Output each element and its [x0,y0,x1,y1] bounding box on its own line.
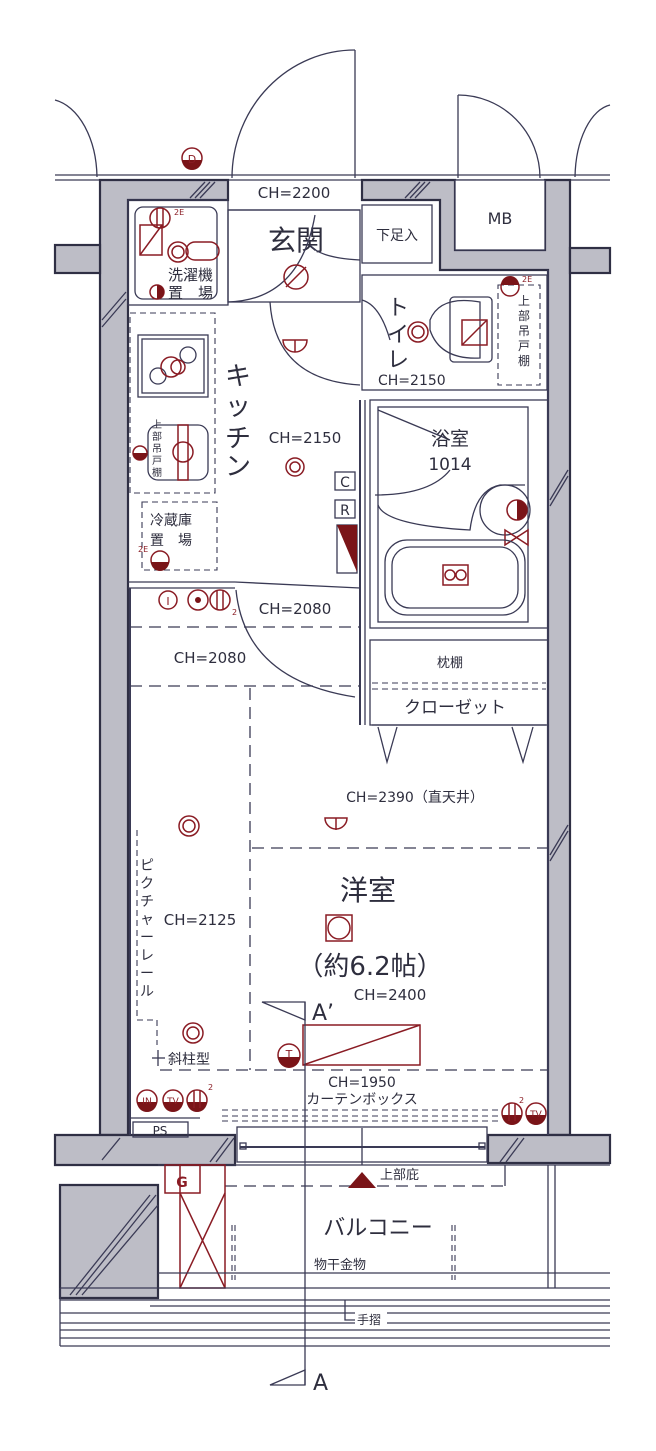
svg-text:枕棚: 枕棚 [437,656,463,671]
svg-text:ッ: ッ [225,392,251,422]
svg-text:戸: 戸 [152,455,162,467]
toilet: ト イ レ 2E 上 部 吊 戸 棚 CH=2150 [361,274,548,391]
svg-text:チ: チ [140,894,154,910]
balcony-label: バルコニー [323,1216,433,1241]
svg-text:斜柱型: 斜柱型 [168,1052,210,1068]
section-line: A’ A [261,1001,334,1396]
svg-text:1014: 1014 [428,455,471,475]
svg-text:2E: 2E [174,208,184,217]
cr-r-label: R [340,503,350,519]
western-room-size: （約6.2帖） [297,952,442,982]
curtain-box-label: カーテンボックス [306,1092,418,1108]
outlets-right: 2 TV [501,1096,547,1125]
entrance: CH=2200 玄関 [227,184,361,303]
svg-text:冷蔵庫: 冷蔵庫 [150,512,192,529]
svg-text:ー: ー [140,930,154,946]
section-mark-top: A’ [312,1001,334,1026]
svg-text:2E: 2E [138,545,148,554]
svg-text:浴室: 浴室 [431,428,469,450]
entrance-label: 玄関 [268,224,324,257]
outlets-left: IN TV 2 [136,1083,213,1112]
hallway: I 2 CH=2080 CH=2080 [128,400,366,725]
svg-text:棚: 棚 [152,466,162,479]
room-ch: CH=2400 [354,986,427,1004]
svg-text:D: D [188,153,196,166]
svg-text:部: 部 [518,308,530,323]
svg-text:上: 上 [152,419,162,431]
drying-hardware-label: 物干金物 [314,1257,366,1273]
neighbor-door-left [54,99,98,178]
eaves-marker-icon [348,1172,376,1188]
meter-box: MB [454,179,546,251]
toilet-ch: CH=2150 [378,373,446,389]
svg-text:2: 2 [232,608,237,617]
hall-ch-2: CH=2080 [174,649,247,667]
closet: 枕棚 クローゼット [369,639,549,765]
svg-text:吊: 吊 [152,443,162,455]
svg-text:I: I [166,595,169,608]
svg-text:下足入: 下足入 [376,228,418,244]
svg-text:ク: ク [140,876,154,892]
cr-c-label: C [340,475,350,491]
svg-text:ピ: ピ [140,858,154,874]
shoe-box: 下足入 [361,204,433,264]
svg-text:チ: チ [225,424,251,454]
bathroom: 浴室 1014 [369,399,549,629]
balcony-window[interactable] [236,1126,488,1165]
neighbor-door-right [574,104,611,178]
svg-text:クローゼット: クローゼット [404,698,506,718]
wall-light-icon [282,339,308,353]
svg-text:戸: 戸 [518,339,530,353]
ceiling-light-icon [285,457,305,477]
svg-text:2: 2 [208,1083,213,1092]
room-ch-direct: CH=2390（直天井） [346,789,484,806]
svg-text:TV: TV [529,1110,542,1120]
svg-text:2E: 2E [522,275,532,284]
svg-text:IN: IN [142,1097,151,1107]
western-room-label: 洋室 [340,874,396,907]
svg-text:ャ: ャ [140,912,154,928]
pipe-space-label: PS [153,1124,168,1138]
svg-text:棚: 棚 [518,353,530,368]
kitchen: 上 部 吊 戸 棚 キ ッ チ ン CH=2150 冷蔵庫 置 場 2E C R [129,301,361,574]
svg-text:部: 部 [152,430,162,443]
entrance-door-swing[interactable] [231,49,356,179]
entrance-ch: CH=2200 [258,184,331,202]
svg-text:ル: ル [140,984,154,1000]
svg-text:ー: ー [140,966,154,982]
mb-door-swing[interactable] [457,94,541,179]
svg-text:置 場: 置 場 [150,533,192,549]
ceiling-light-icon [283,264,309,290]
balcony: 上部庇 G バルコニー 物干金物 手摺 [59,1164,610,1347]
svg-text:T: T [285,1048,293,1061]
svg-text:洗濯機: 洗濯機 [168,266,213,284]
side-ch: CH=2125 [164,911,237,929]
svg-text:イ: イ [387,323,409,348]
curtain-ch: CH=1950 [328,1075,396,1091]
svg-text:吊: 吊 [518,324,530,338]
western-room: CH=2390（直天井） ピ ク チ ャ ー レ ー ル CH=2125 洋室 … [129,270,549,1138]
section-mark-bottom: A [313,1371,328,1396]
svg-text:上: 上 [518,294,530,308]
eaves-label: 上部庇 [380,1168,419,1183]
corridor [54,49,611,181]
svg-text:ト: ト [387,296,409,321]
kitchen-ch: CH=2150 [269,429,342,447]
handrail-label: 手摺 [357,1312,381,1327]
svg-text:レ: レ [387,348,409,373]
washer-area: 2E 洗濯機 置 場 [127,199,229,306]
svg-text:TV: TV [166,1097,179,1107]
svg-text:レ: レ [140,948,154,964]
door-chime-icon: D [181,147,203,170]
hall-ch-1: CH=2080 [259,600,332,618]
gas-meter-label: G [176,1175,188,1191]
svg-text:MB: MB [488,209,513,228]
svg-text:ン: ン [225,452,251,482]
svg-text:置 場: 置 場 [168,284,213,302]
svg-text:2: 2 [519,1096,524,1105]
svg-text:キ: キ [225,362,251,392]
